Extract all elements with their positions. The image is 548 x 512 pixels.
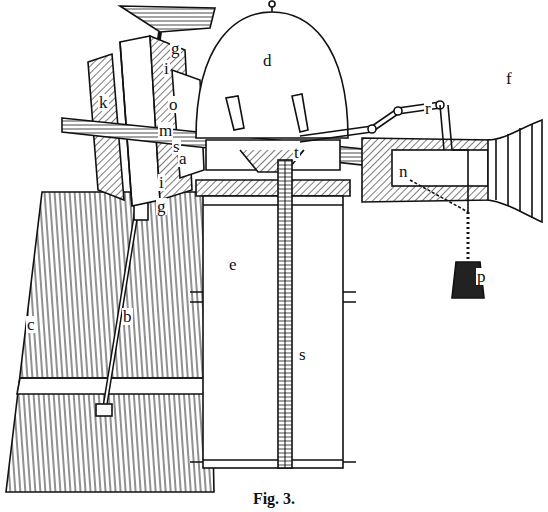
part-letter: g xyxy=(170,40,181,57)
figure-caption: Fig. 3. xyxy=(253,490,295,508)
part-letter: n xyxy=(398,163,409,180)
part-letter: d xyxy=(262,52,273,69)
part-letter: b xyxy=(122,308,133,325)
part-letter: i xyxy=(163,60,170,77)
part-letter: p xyxy=(476,268,487,285)
part-letter: s xyxy=(298,346,307,363)
part-letter: m xyxy=(158,122,173,139)
part-letter: k xyxy=(98,94,109,111)
part-letter: a xyxy=(178,150,188,167)
part-letter: f xyxy=(505,70,513,87)
part-letter: c xyxy=(26,316,36,333)
part-letter: o xyxy=(168,96,179,113)
part-letter: t xyxy=(293,144,300,161)
part-letter: r xyxy=(424,100,432,117)
part-letter: i xyxy=(158,174,165,191)
part-letter: g xyxy=(156,198,167,215)
part-letter: e xyxy=(228,256,238,273)
